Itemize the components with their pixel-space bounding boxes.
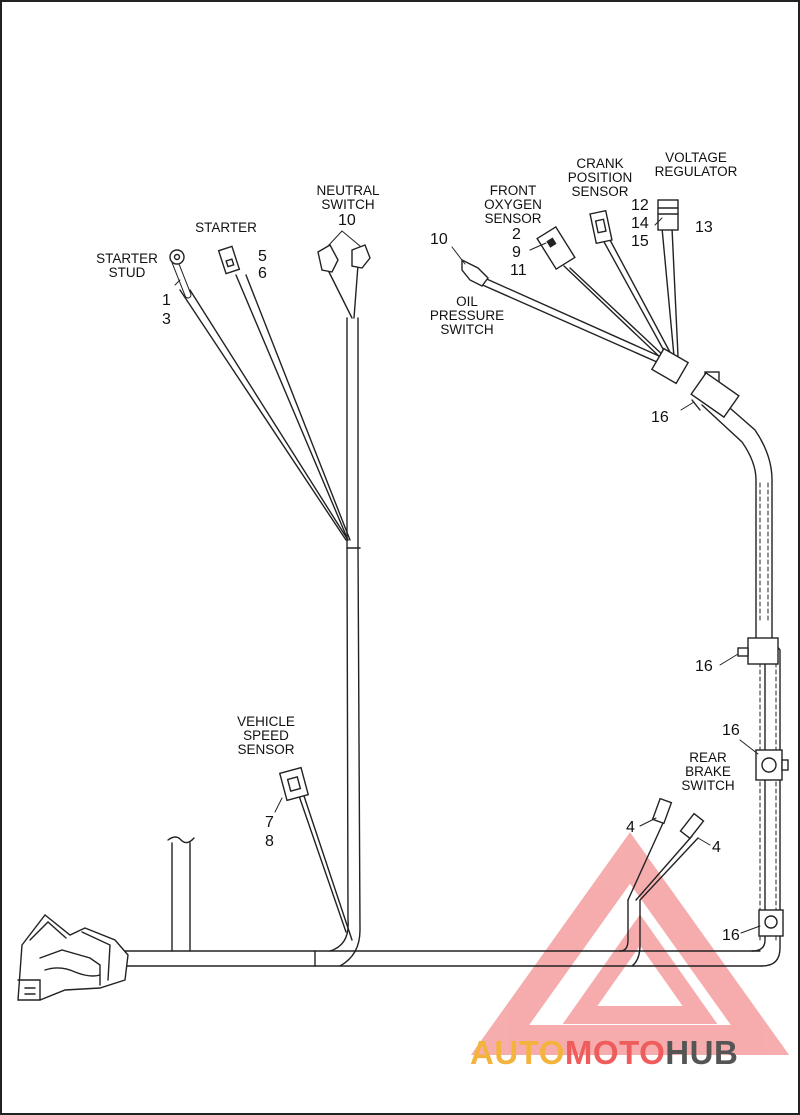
oxygen-sensor-connector	[536, 225, 576, 271]
watermark-hub: HUB	[665, 1034, 739, 1071]
right-trunk	[701, 394, 781, 967]
starter-wires	[217, 245, 351, 541]
starter-stud-wires	[169, 249, 349, 541]
callout-4-a: 4	[626, 819, 635, 836]
watermark-moto: MOTO	[564, 1034, 666, 1071]
callout-10-neutral: 10	[338, 212, 356, 229]
label-oil-pressure-switch: OIL PRESSURE SWITCH	[429, 294, 505, 337]
watermark-auto: AUTO	[470, 1034, 565, 1071]
watermark-text: AUTOMOTOHUB	[470, 1034, 738, 1072]
label-starter: STARTER	[195, 220, 257, 235]
oil-pressure-connector	[461, 258, 489, 287]
clip-16-low	[755, 749, 789, 781]
callout-6: 6	[258, 265, 267, 282]
label-neutral-switch: NEUTRAL SWITCH	[316, 183, 380, 212]
vss-wires	[278, 766, 353, 941]
clip-16-bottom	[758, 909, 784, 937]
callout-5: 5	[258, 248, 267, 265]
label-starter-stud: STARTER STUD	[96, 251, 158, 280]
callout-3: 3	[162, 311, 171, 328]
callout-10-oil: 10	[430, 231, 448, 248]
callout-4-b: 4	[712, 839, 721, 856]
clip-16-mid	[737, 637, 779, 665]
cut-branch	[167, 836, 195, 952]
clip-16-top	[690, 371, 740, 419]
voltage-regulator-connector	[657, 199, 679, 231]
label-vehicle-speed-sensor: VEHICLE SPEED SENSOR	[237, 714, 295, 757]
label-front-oxygen-sensor: FRONT OXYGEN SENSOR	[484, 183, 542, 226]
upper-fan-wires	[477, 227, 679, 367]
callout-2: 2	[512, 226, 521, 243]
callout-14: 14	[631, 215, 649, 232]
callout-16-mid: 16	[695, 658, 713, 675]
callout-7: 7	[265, 814, 274, 831]
callout-12: 12	[631, 197, 649, 214]
label-voltage-regulator: VOLTAGE REGULATOR	[654, 150, 738, 179]
callout-13: 13	[695, 219, 713, 236]
callout-16-low: 16	[722, 722, 740, 739]
callout-8: 8	[265, 833, 274, 850]
callout-16-bottom: 16	[722, 927, 740, 944]
center-trunk	[329, 317, 361, 967]
crank-sensor-connector	[589, 209, 613, 245]
callout-16-top: 16	[651, 409, 669, 426]
main-connector	[17, 914, 129, 1001]
main-trunk	[119, 950, 763, 967]
callout-9: 9	[512, 244, 521, 261]
label-rear-brake-switch: REAR BRAKE SWITCH	[681, 750, 735, 793]
label-crank-position-sensor: CRANK POSITION SENSOR	[567, 156, 633, 199]
callout-11: 11	[510, 262, 527, 279]
rear-brake-branch	[619, 797, 705, 967]
neutral-switch-wires	[317, 244, 371, 319]
callout-1: 1	[162, 292, 171, 309]
callout-15: 15	[631, 233, 649, 250]
leaders	[174, 217, 761, 934]
fan-junction	[650, 347, 690, 385]
watermark-triangle	[470, 832, 790, 1055]
